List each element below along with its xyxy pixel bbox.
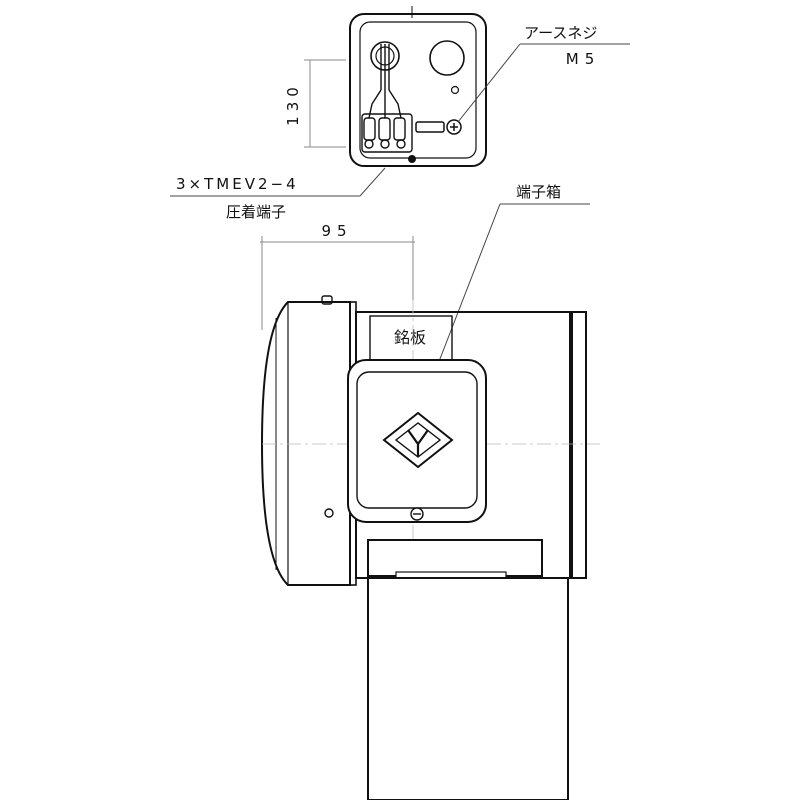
cable-gland: [368, 41, 402, 119]
terminal-box-leader: [437, 203, 590, 365]
screw-icon: [450, 85, 460, 95]
dimension-95-label: 95: [321, 222, 352, 240]
terminal-box-top-view: [349, 6, 487, 167]
terminal-box-side: [347, 359, 487, 523]
terminal-box-screw: [410, 507, 424, 521]
nameplate-label: 銘板: [394, 328, 426, 347]
motor-foot: [367, 539, 569, 800]
earth-screw: [415, 119, 462, 135]
earth-screw-size-label: M5: [566, 50, 601, 68]
crimp-terminal-leader: [170, 167, 386, 197]
terminal-box-label: 端子箱: [516, 183, 561, 201]
dimension-130-label: 130: [284, 82, 302, 126]
knockout-hole: [429, 40, 465, 76]
terminal-spec-label: 3×TMEV2−4: [176, 175, 299, 193]
terminal-block: [361, 113, 413, 153]
earth-screw-label: アースネジ: [524, 24, 597, 42]
earth-screw-leader: [457, 43, 630, 123]
dimension-130: [304, 59, 346, 148]
terminal-type-label: 圧着端子: [226, 203, 286, 221]
maker-logo-diamond-icon: [382, 411, 454, 469]
dimension-95: [260, 236, 415, 330]
